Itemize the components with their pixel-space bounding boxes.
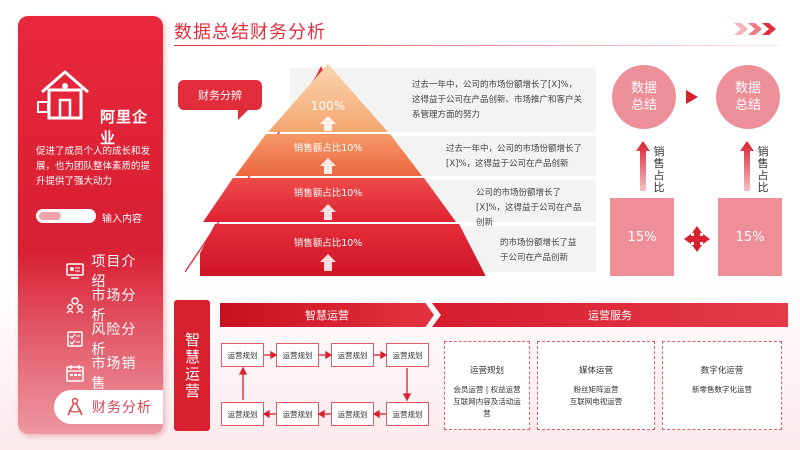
layer-description: 公司的市场份额增长了[X]%，这得益于公司在产品创新 bbox=[476, 188, 582, 228]
service-line: 会员运营 | 权益运营 bbox=[453, 385, 521, 394]
vertical-label: 销售占比 bbox=[757, 145, 769, 194]
triangle-right-icon bbox=[686, 90, 698, 104]
pyramid-layer-label: 销售额占比10% bbox=[293, 143, 363, 154]
chevron-right-icon bbox=[734, 23, 748, 35]
service-line: 新零售数字化运营 bbox=[692, 385, 752, 394]
vertical-label: 销售占比 bbox=[653, 145, 665, 194]
service-line: 互联网内容及活动运 bbox=[453, 397, 521, 406]
pyramid-layer-2 bbox=[235, 134, 422, 176]
flow-step: 运营规划 bbox=[386, 343, 429, 367]
service-title: 媒体运营 bbox=[578, 366, 613, 376]
flow-step: 运营规划 bbox=[276, 343, 319, 367]
pyramid-layer-label: 销售额占比10% bbox=[293, 188, 363, 199]
flow-step: 运营规划 bbox=[221, 343, 264, 367]
up-arrow-icon bbox=[636, 141, 650, 191]
sidebar-item-project[interactable]: 项目介绍 bbox=[18, 254, 150, 290]
up-arrow-icon bbox=[740, 141, 754, 191]
summary-circle-right: 数据总结 bbox=[716, 65, 780, 129]
service-title: 数字化运营 bbox=[700, 366, 744, 376]
sidebar-item-market[interactable]: 市场分析 bbox=[18, 288, 150, 324]
service-card: 媒体运营 粉丝矩阵运营 互联网电视运营 bbox=[537, 341, 655, 430]
sidebar-item-risk[interactable]: 风险分析 bbox=[18, 322, 150, 358]
pyramid-layer-label: 销售额占比10% bbox=[293, 238, 363, 249]
sidebar-item-label: 财务分析 bbox=[92, 400, 152, 416]
service-card: 数字化运营 新零售数字化运营 bbox=[662, 341, 782, 430]
flow-arrows bbox=[238, 350, 412, 419]
sidebar-item-label: 风险分析 bbox=[91, 322, 137, 358]
checklist-icon bbox=[62, 328, 87, 350]
service-line: 互联网电视运营 bbox=[569, 397, 623, 406]
flow-step: 运营规划 bbox=[221, 402, 264, 426]
service-line: 营 bbox=[483, 409, 491, 418]
pyramid-layer-1 bbox=[268, 64, 388, 132]
sidebar-item-finance[interactable]: 财务分析 bbox=[54, 390, 163, 424]
flow-step: 运营规划 bbox=[386, 402, 429, 426]
stat-value-right: 15% bbox=[718, 198, 782, 276]
input-toggle[interactable] bbox=[36, 209, 96, 223]
chevron-right-icon bbox=[748, 23, 762, 35]
sidebar-nav: 项目介绍 市场分析 风险分析 市场销售 bbox=[18, 254, 163, 424]
move-arrows-icon bbox=[684, 226, 710, 252]
layer-description: 过去一年中，公司的市场份额增长了[X]%，这得益于公司在产品创新 bbox=[446, 144, 583, 169]
band-ops-service: 运营服务 bbox=[432, 303, 788, 327]
chevron-right-icon bbox=[762, 23, 776, 35]
intro-text: 促进了成员个人的成长和发展，也为团队整体素质的提升提供了强大动力 bbox=[36, 146, 151, 187]
flow-step: 运营规划 bbox=[331, 402, 374, 426]
flow-step: 运营规划 bbox=[331, 343, 374, 367]
page-title: 数据总结财务分析 bbox=[174, 22, 326, 43]
finance-callout: 财务分辨 bbox=[178, 80, 262, 120]
smart-ops-label: 智慧运营 bbox=[174, 300, 210, 431]
brand-name: 阿里企业 bbox=[100, 108, 149, 147]
summary-circle-left: 数据总结 bbox=[612, 65, 676, 129]
sidebar: 阿里企业 促进了成员个人的成长和发展，也为团队整体素质的提升提供了强大动力 输入… bbox=[18, 16, 163, 434]
pyramid-layer-label: 100% bbox=[310, 99, 346, 113]
service-card: 运营规划 会员运营 | 权益运营 互联网内容及活动运 营 bbox=[444, 341, 530, 430]
compass-icon bbox=[62, 396, 88, 418]
layer-description: 的市场份额增长了益于公司在产品创新 bbox=[500, 238, 577, 263]
layer-description: 过去一年中，公司的市场份额增长了[X]%，这得益于公司在产品创新、市场推广和客户… bbox=[412, 80, 583, 120]
calendar-icon bbox=[62, 362, 87, 384]
monitor-icon bbox=[62, 260, 87, 282]
service-line: 粉丝矩阵运营 bbox=[573, 385, 619, 394]
pyramid-layer-3 bbox=[203, 178, 456, 222]
sidebar-item-sales[interactable]: 市场销售 bbox=[18, 356, 150, 392]
service-title: 运营规划 bbox=[469, 366, 504, 376]
house-logo-icon bbox=[37, 70, 89, 120]
input-toggle-label: 输入内容 bbox=[102, 214, 142, 225]
team-icon bbox=[62, 294, 87, 316]
pyramid-layer-4 bbox=[200, 224, 486, 276]
sidebar-item-label: 市场销售 bbox=[91, 356, 137, 392]
stat-value-left: 15% bbox=[610, 198, 674, 276]
band-smart-ops: 智慧运营 bbox=[220, 303, 434, 327]
sidebar-item-label: 市场分析 bbox=[91, 288, 137, 324]
title-divider bbox=[174, 45, 780, 46]
sidebar-item-label: 项目介绍 bbox=[91, 254, 137, 290]
pyramid-chart bbox=[200, 64, 486, 276]
